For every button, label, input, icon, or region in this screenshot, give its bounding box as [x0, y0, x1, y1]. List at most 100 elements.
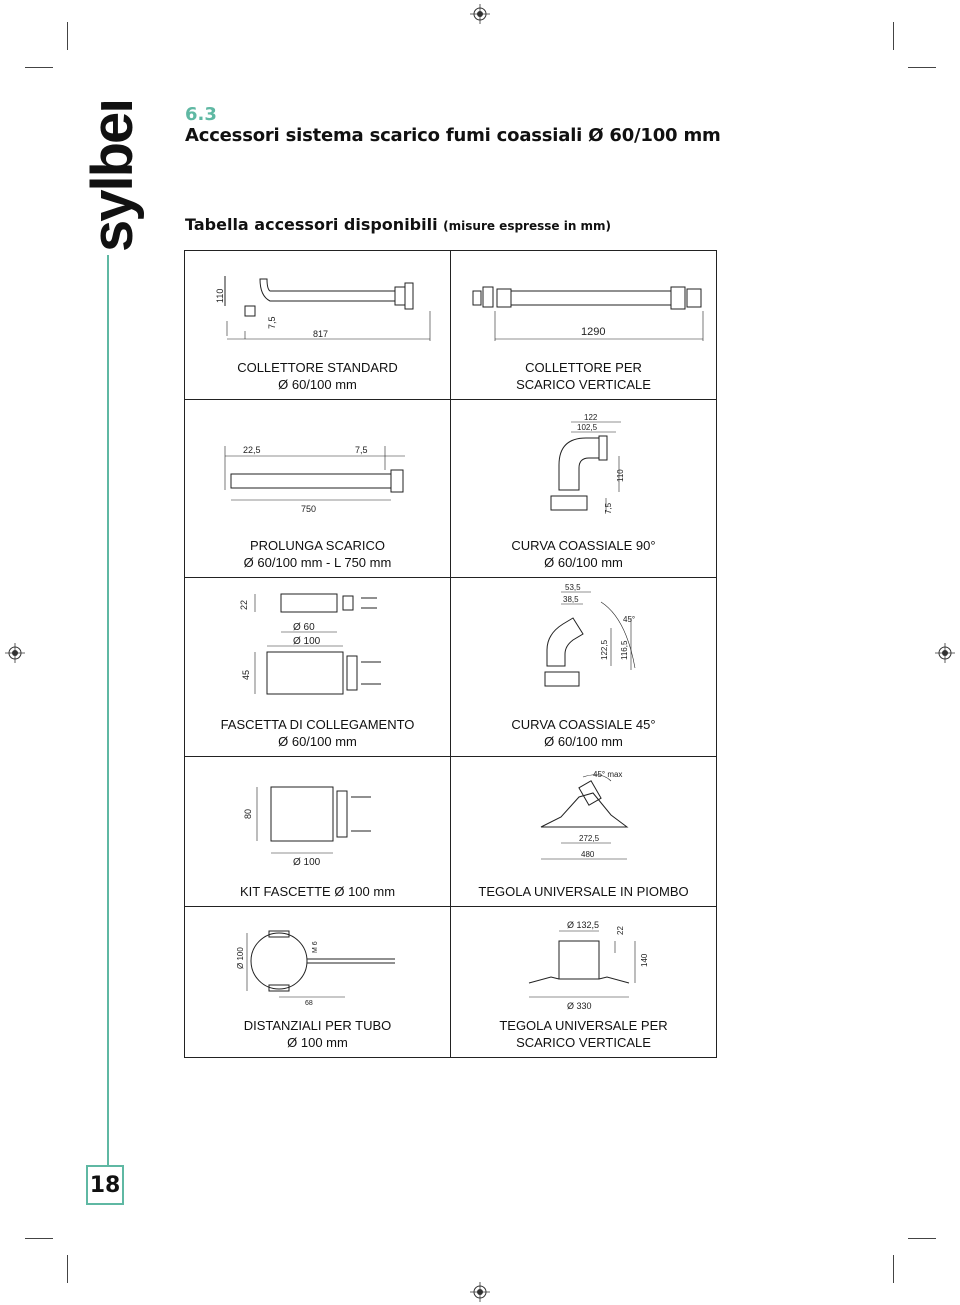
- caption-line2: Ø 60/100 mm: [544, 555, 623, 570]
- caption-line1: TEGOLA UNIVERSALE IN PIOMBO: [478, 884, 689, 899]
- dim-label: Ø 100: [293, 636, 321, 647]
- accessory-cell: 22 Ø 60 Ø 100 45 FASCETTA DI COLLEGAMENT…: [185, 578, 451, 757]
- dim-label: 110: [616, 469, 625, 482]
- tegola-piombo-drawing: 45° max 272,5 480: [540, 770, 629, 860]
- accessory-cell: 22,5 7,5 750 PROLUNGA SCARICO Ø 60/100 m…: [185, 400, 451, 578]
- caption-line2: Ø 60/100 mm: [278, 377, 357, 392]
- accessory-cell: Ø 132,5 22 140 Ø 330 TEGOLA UNIVERSALE P…: [451, 907, 716, 1057]
- dim-label: 122: [584, 413, 598, 422]
- dim-label: 7,5: [604, 502, 613, 514]
- dim-label: Ø 60: [293, 622, 315, 633]
- registration-target-icon: [935, 643, 955, 663]
- caption-line1: TEGOLA UNIVERSALE PER: [499, 1018, 668, 1033]
- curva-45-drawing: 53,5 38,5 45° 122,5 116,5: [544, 583, 636, 687]
- tegola-verticale-drawing: Ø 132,5 22 140 Ø 330: [528, 920, 649, 1011]
- caption-line2: SCARICO VERTICALE: [516, 1035, 651, 1050]
- caption-line2: SCARICO VERTICALE: [516, 377, 651, 392]
- collettore-verticale-drawing: 1290: [472, 286, 704, 341]
- dim-label: Ø 330: [567, 1001, 592, 1011]
- table-heading: Tabella accessori disponibili (misure es…: [185, 215, 611, 234]
- dim-label: 45: [241, 670, 251, 680]
- collettore-standard-drawing: 817 7,5 110: [215, 276, 431, 341]
- caption-line2: Ø 60/100 mm - L 750 mm: [243, 555, 392, 570]
- table-title: Tabella accessori disponibili: [185, 215, 438, 234]
- dim-label: 272,5: [579, 834, 600, 843]
- fascetta-drawing: 22 Ø 60 Ø 100 45: [239, 593, 381, 695]
- brand-logo: sylber: [80, 102, 145, 252]
- registration-target-icon: [5, 643, 25, 663]
- dim-label: 68: [305, 1000, 313, 1007]
- curva-90-drawing: 122 102,5 110 7,5: [550, 413, 625, 514]
- accessory-caption: TEGOLA UNIVERSALE IN PIOMBO: [451, 883, 716, 900]
- prolunga-drawing: 22,5 7,5 750: [224, 445, 405, 514]
- accent-rule: [107, 255, 109, 1165]
- caption-line1: CURVA COASSIALE 90°: [511, 538, 656, 553]
- caption-line1: FASCETTA DI COLLEGAMENTO: [220, 717, 415, 732]
- registration-target-icon: [470, 1282, 490, 1302]
- dim-label: 53,5: [565, 583, 581, 592]
- crop-mark: [893, 22, 894, 50]
- crop-mark: [25, 67, 53, 68]
- crop-mark: [908, 1238, 936, 1239]
- accessory-caption: PROLUNGA SCARICO Ø 60/100 mm - L 750 mm: [185, 537, 450, 571]
- brand-logo-text: sylber: [80, 102, 145, 252]
- accessory-cell: 122 102,5 110 7,5 CURVA COASSIALE 90° Ø …: [451, 400, 716, 578]
- dim-label: 38,5: [563, 595, 579, 604]
- caption-line1: KIT FASCETTE Ø 100 mm: [239, 884, 396, 899]
- crop-mark: [25, 1238, 53, 1239]
- caption-line1: COLLETTORE PER: [525, 360, 642, 375]
- dim-label: 7,5: [355, 445, 368, 455]
- dim-label: 80: [243, 809, 253, 819]
- dim-label: 140: [640, 953, 649, 967]
- accessory-cell: 45° max 272,5 480 TEGOLA UNIVERSALE IN P…: [451, 757, 716, 907]
- dim-label: Ø 100: [236, 947, 245, 969]
- dim-label: 22,5: [243, 445, 261, 455]
- dim-label: 817: [313, 329, 328, 339]
- dim-label: 116,5: [620, 640, 629, 660]
- dim-label: Ø 100: [293, 857, 321, 868]
- dim-label: 7,5: [267, 316, 277, 329]
- crop-mark: [893, 1255, 894, 1283]
- caption-line1: PROLUNGA SCARICO: [249, 538, 386, 553]
- accessory-caption: CURVA COASSIALE 90° Ø 60/100 mm: [451, 537, 716, 571]
- accessory-caption: CURVA COASSIALE 45° Ø 60/100 mm: [451, 716, 716, 750]
- dim-label: 45°: [623, 615, 635, 624]
- dim-label: 750: [301, 504, 316, 514]
- accessory-cell: Ø 100 M 6 68 DISTANZIALI PER TUBO Ø 100 …: [185, 907, 451, 1057]
- dim-label: 480: [581, 850, 595, 859]
- crop-mark: [67, 22, 68, 50]
- table-note: (misure espresse in mm): [443, 219, 612, 233]
- dim-label: Ø 132,5: [567, 920, 599, 930]
- registration-target-icon: [470, 4, 490, 24]
- caption-line2: Ø 60/100 mm: [544, 734, 623, 749]
- kit-fascette-drawing: 80 Ø 100: [243, 786, 371, 868]
- accessories-table: 817 7,5 110 COLLETTORE STANDARD Ø 60/100…: [184, 250, 717, 1058]
- accessory-cell: 80 Ø 100 KIT FASCETTE Ø 100 mm: [185, 757, 451, 907]
- dim-label: 45° max: [593, 770, 622, 779]
- distanziali-drawing: Ø 100 M 6 68: [236, 930, 395, 1007]
- accessory-caption: FASCETTA DI COLLEGAMENTO Ø 60/100 mm: [185, 716, 450, 750]
- accessory-cell: 1290 COLLETTORE PER SCARICO VERTICALE: [451, 251, 716, 400]
- dim-label: M 6: [312, 941, 319, 953]
- crop-mark: [67, 1255, 68, 1283]
- dim-label: 122,5: [600, 639, 609, 660]
- section-number: 6.3: [185, 104, 217, 125]
- dim-label: 102,5: [577, 423, 598, 432]
- dim-label: 1290: [581, 326, 605, 338]
- caption-line2: Ø 60/100 mm: [278, 734, 357, 749]
- dim-label: 22: [616, 926, 625, 935]
- caption-line2: Ø 100 mm: [287, 1035, 348, 1050]
- accessory-caption: COLLETTORE STANDARD Ø 60/100 mm: [185, 359, 450, 393]
- caption-line1: DISTANZIALI PER TUBO: [243, 1018, 392, 1033]
- dim-label: 22: [239, 600, 249, 610]
- page-number: 18: [86, 1165, 124, 1205]
- accessory-caption: DISTANZIALI PER TUBO Ø 100 mm: [185, 1017, 450, 1051]
- section-title: Accessori sistema scarico fumi coassiali…: [185, 125, 721, 146]
- accessory-caption: COLLETTORE PER SCARICO VERTICALE: [451, 359, 716, 393]
- accessory-caption: KIT FASCETTE Ø 100 mm: [185, 883, 450, 900]
- accessory-cell: 817 7,5 110 COLLETTORE STANDARD Ø 60/100…: [185, 251, 451, 400]
- dim-label: 110: [215, 289, 225, 303]
- accessory-caption: TEGOLA UNIVERSALE PER SCARICO VERTICALE: [451, 1017, 716, 1051]
- accessory-cell: 53,5 38,5 45° 122,5 116,5 CURVA COASSIAL…: [451, 578, 716, 757]
- caption-line1: COLLETTORE STANDARD: [237, 360, 398, 375]
